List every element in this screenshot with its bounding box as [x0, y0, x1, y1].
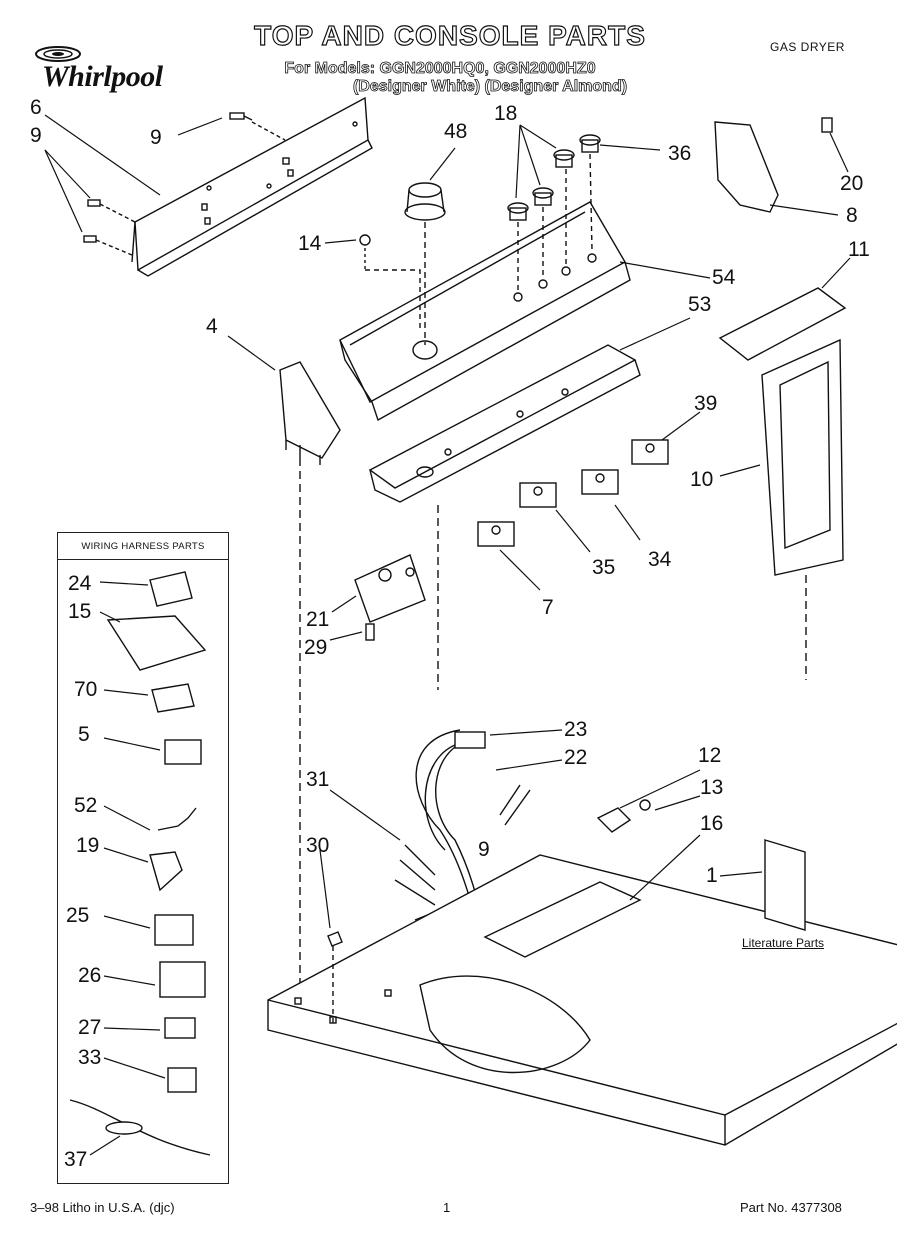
literature-parts-label: Literature Parts: [742, 936, 825, 950]
callout-70: 70: [74, 678, 98, 701]
callout-1: 1: [706, 864, 718, 887]
callout-52: 52: [74, 794, 98, 817]
callout-35: 35: [592, 556, 616, 579]
part-number: Part No. 4377308: [740, 1200, 842, 1215]
lint-cover-11-part: [718, 287, 847, 361]
clip-30-part: [327, 931, 343, 1025]
callout-10: 10: [690, 468, 714, 491]
callout-29: 29: [304, 636, 328, 659]
wiring-harness-divider: [58, 559, 228, 560]
color-list: (Designer White) (Designer Almond): [352, 78, 628, 96]
harness-box-parts: [69, 571, 211, 1156]
callout-48: 48: [444, 120, 468, 143]
callout-53: 53: [688, 293, 712, 316]
callout-19: 19: [76, 834, 100, 857]
callout-34: 34: [648, 548, 672, 571]
logo-swirl: [35, 46, 81, 62]
callout-31: 31: [306, 768, 330, 791]
wiring-harness-box: WIRING HARNESS PARTS: [57, 532, 229, 1184]
callout-16: 16: [700, 812, 724, 835]
screw-14-part: [359, 234, 421, 330]
whirlpool-logo: Whirlpool: [28, 42, 178, 100]
callout-9: 9: [150, 126, 162, 149]
brand-wordmark: Whirlpool: [42, 60, 163, 93]
callout-4: 4: [206, 315, 218, 338]
filter-housing-10-part: [761, 338, 844, 680]
callout-37: 37: [64, 1148, 88, 1171]
callout-7: 7: [542, 596, 554, 619]
callout-24: 24: [68, 572, 92, 595]
leader-lines: [44, 114, 851, 1156]
knob-parts: [507, 134, 601, 290]
callout-13: 13: [700, 776, 724, 799]
control-rail-part: [368, 344, 641, 503]
callout-8: 8: [846, 204, 858, 227]
callout-39: 39: [694, 392, 718, 415]
callout-15: 15: [68, 600, 92, 623]
callout-36: 36: [668, 142, 692, 165]
callout-6: 6: [30, 96, 42, 119]
literature-part: [764, 839, 806, 931]
callout-25: 25: [66, 904, 90, 927]
callout-33: 33: [78, 1046, 102, 1069]
product-type: GAS DRYER: [770, 40, 845, 54]
grommet-part: [404, 182, 446, 345]
callout-9: 9: [478, 838, 490, 861]
end-cap-part: [279, 361, 341, 990]
switch-parts: [477, 439, 669, 547]
rear-bracket-part: [131, 96, 373, 277]
bracket-8-part: [714, 117, 833, 213]
callout-54: 54: [712, 266, 736, 289]
callout-9: 9: [30, 124, 42, 147]
wiring-harness-title: WIRING HARNESS PARTS: [81, 541, 205, 552]
callout-22: 22: [564, 746, 588, 769]
callout-20: 20: [840, 172, 864, 195]
callout-26: 26: [78, 964, 102, 987]
callout-11: 11: [848, 238, 870, 261]
model-list: For Models: GGN2000HQ0, GGN2000HZ0: [284, 60, 596, 78]
callout-30: 30: [306, 834, 330, 857]
dryer-top-part: [267, 854, 897, 1146]
callout-21: 21: [306, 608, 330, 631]
callout-12: 12: [698, 744, 722, 767]
callout-27: 27: [78, 1016, 102, 1039]
print-info: 3–98 Litho in U.S.A. (djc): [30, 1200, 175, 1215]
callout-18: 18: [494, 102, 518, 125]
page-number: 1: [443, 1200, 451, 1215]
callout-23: 23: [564, 718, 588, 741]
callout-14: 14: [298, 232, 322, 255]
callout-5: 5: [78, 723, 90, 746]
clip-12-part: [596, 799, 651, 833]
console-top-part: [339, 201, 631, 422]
timer-part: [354, 505, 439, 690]
page-title: TOP AND CONSOLE PARTS: [254, 19, 646, 51]
screw-parts: [83, 112, 286, 256]
